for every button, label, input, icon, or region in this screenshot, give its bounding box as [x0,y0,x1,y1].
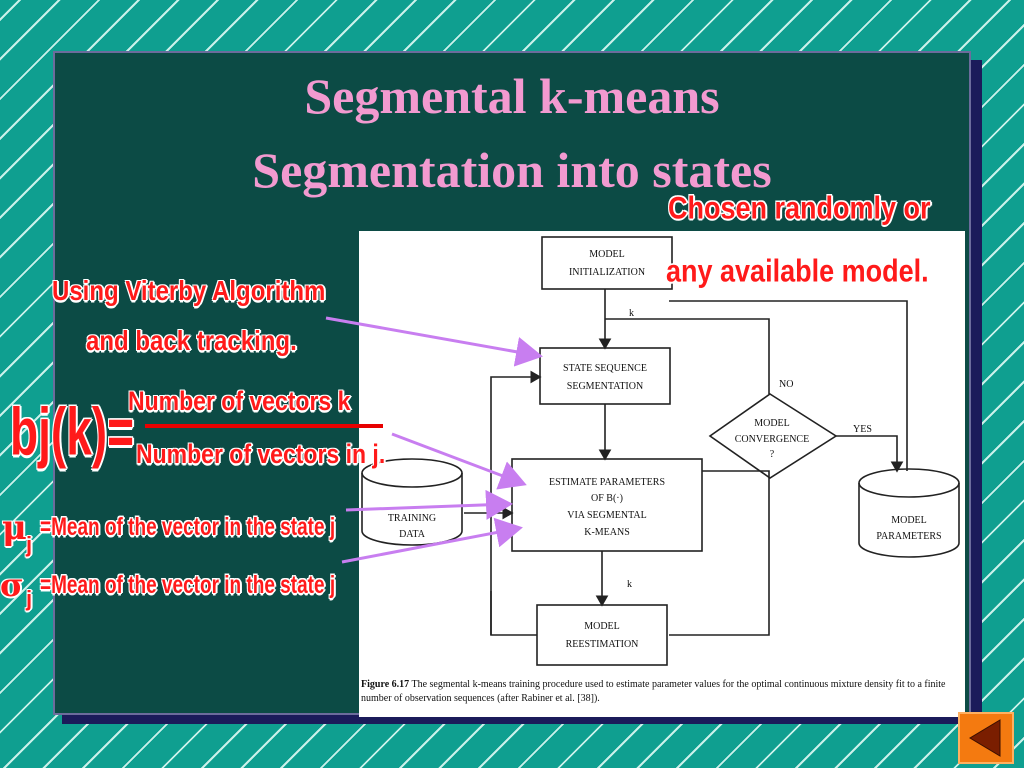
formula-numerator: Number of vectors k [128,386,350,417]
mu-definition: =Mean of the vector in the state j [40,514,336,542]
formula-denominator: Number of vectors in j. [136,438,386,469]
flowchart-diagram: MODEL INITIALIZATION STATE SEQUENCE SEGM… [361,236,960,666]
slide-title-line1: Segmental k-means [304,68,720,124]
flowchart-figure: MODEL INITIALIZATION STATE SEQUENCE SEGM… [359,231,965,717]
note-chosen-line1: Chosen randomly or [668,190,931,226]
arrow-to-estimate-from-sigma [341,517,523,564]
box-state-line1: STATE SEQUENCE [563,363,647,374]
sigma-definition: =Mean of the vector in the state j [40,572,336,600]
diamond-line2: CONVERGENCE [735,434,809,445]
arrow-to-estimate-from-mu [345,489,513,520]
box-reest-line2: REESTIMATION [566,639,639,650]
mu-symbol: μ [2,508,27,548]
diamond-line3: ? [770,449,775,460]
cylinder-training-line1: TRAINING [388,513,436,524]
box-state-line2: SEGMENTATION [567,381,643,392]
previous-slide-button[interactable] [958,712,1014,764]
slide-title-line2: Segmentation into states [252,142,772,198]
label-k-bottom: k [627,579,632,590]
cylinder-params-line2: PARAMETERS [876,531,941,542]
cylinder-params-line1: MODEL [891,515,927,526]
formula-bjk: bj(k)= [10,393,134,469]
box-reest-line1: MODEL [584,621,620,632]
box-init-line1: MODEL [589,249,625,260]
numerator-text: Number of vectors [128,385,338,416]
sigma-symbol: σ [0,566,24,604]
cylinder-training-line2: DATA [399,529,426,540]
arrow-to-estimate-from-bjk [391,432,527,490]
fraction-line [145,424,383,428]
box-model-initialization [541,236,673,290]
box-estimate-line1: ESTIMATE PARAMETERS [549,477,665,488]
label-k-top: k [629,308,634,319]
box-estimate-line4: K-MEANS [584,527,630,538]
box-estimate-line2: OF B(·) [591,493,623,504]
figure-caption: Figure 6.17 The segmental k-means traini… [361,678,961,706]
caption-label: Figure 6.17 [361,679,410,690]
triangle-left-icon [969,719,1001,757]
diamond-line1: MODEL [754,418,790,429]
label-no: NO [779,379,793,390]
diamond-convergence [708,393,838,479]
mu-subscript: j [26,532,33,557]
note-chosen-line2: any available model. [666,253,929,289]
arrow-to-state-sequence [325,316,543,367]
note-viterbi-line2: and back tracking. [86,325,297,357]
box-estimate-line3: VIA SEGMENTAL [567,510,646,521]
label-yes: YES [853,424,872,435]
sigma-subscript: j [26,586,33,611]
caption-text: The segmental k-means training procedure… [361,679,946,704]
box-init-line2: INITIALIZATION [569,267,645,278]
numerator-k: k [337,385,351,416]
note-viterbi-line1: Using Viterby Algorithm [52,275,326,307]
